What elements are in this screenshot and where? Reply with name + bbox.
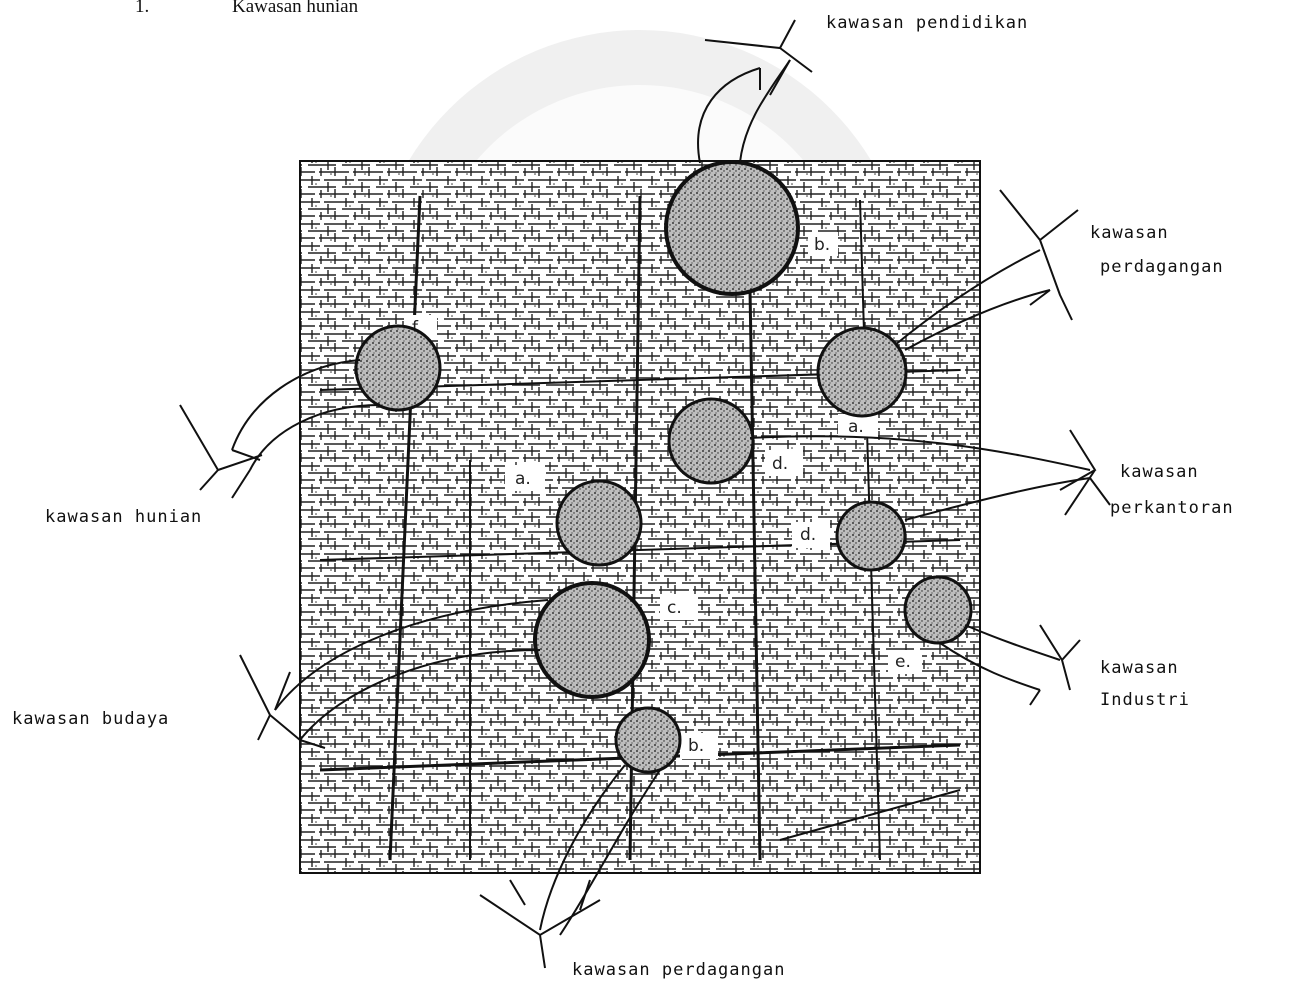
district-circle-pendidikan — [664, 160, 800, 296]
arrow-perkantoran — [749, 435, 1091, 521]
district-circle-hunian — [354, 324, 442, 412]
arrowhead-perkantoran — [1059, 429, 1111, 516]
label-kawasan-budaya: kawasan budaya — [12, 709, 169, 729]
label-kawasan-perkantoran-line2: perkantoran — [1110, 498, 1234, 518]
zone-letter-e: e. — [895, 652, 911, 672]
callout-labels: kawasan pendidikan kawasan perdagangan k… — [12, 13, 1234, 980]
arrow-budaya — [274, 599, 549, 741]
label-kawasan-perdagangan-bottom: kawasan perdagangan — [572, 960, 785, 980]
arrow-industri — [939, 624, 1061, 691]
district-circle-budaya — [533, 581, 651, 699]
district-circle-center — [555, 479, 643, 567]
zone-letter-b: b. — [688, 736, 704, 756]
label-kawasan-industri-line1: kawasan — [1100, 658, 1179, 678]
zone-letter-f: f. — [412, 318, 422, 338]
zone-labels: a. a. d. d. c. b. e. f. b. — [405, 232, 922, 759]
district-circle-perdagangan-bottom — [614, 706, 682, 774]
list-number: 1. — [135, 0, 149, 17]
label-kawasan-pendidikan: kawasan pendidikan — [826, 13, 1028, 33]
arrowhead-industri — [1029, 624, 1081, 706]
label-kawasan-perdagangan-line2: perdagangan — [1100, 257, 1224, 277]
arrowhead-perdagangan-right — [999, 189, 1079, 321]
district-circle-perkantoran — [667, 397, 755, 485]
arrow-perdagangan-bottom — [539, 764, 661, 936]
zone-letter-d: d. — [800, 525, 816, 545]
arrowhead-hunian — [179, 404, 263, 499]
zone-letter-a: a. — [848, 417, 864, 437]
callout-arrows — [179, 19, 1111, 969]
district-circle-perdagangan-right — [816, 326, 908, 418]
zone-letter-a: a. — [515, 469, 531, 489]
arrowhead-pendidikan — [704, 19, 813, 96]
label-kawasan-perkantoran-line1: kawasan — [1120, 462, 1199, 482]
section-caption: Kawasan hunian — [232, 0, 359, 17]
label-kawasan-perdagangan-line1: kawasan — [1090, 223, 1169, 243]
label-kawasan-industri-line2: Industri — [1100, 690, 1190, 710]
district-markers — [354, 160, 973, 774]
district-circle-industri — [903, 575, 973, 645]
arrowhead-budaya — [239, 654, 326, 749]
zone-letter-c: c. — [667, 598, 682, 618]
district-circle-perkantoran-east — [835, 500, 907, 572]
arrowhead-perdagangan-bottom — [479, 879, 601, 969]
zone-letter-b: b. — [814, 235, 830, 255]
zone-letter-d: d. — [772, 454, 788, 474]
arrow-perdagangan-right — [894, 249, 1051, 351]
label-kawasan-hunian: kawasan hunian — [45, 507, 202, 527]
